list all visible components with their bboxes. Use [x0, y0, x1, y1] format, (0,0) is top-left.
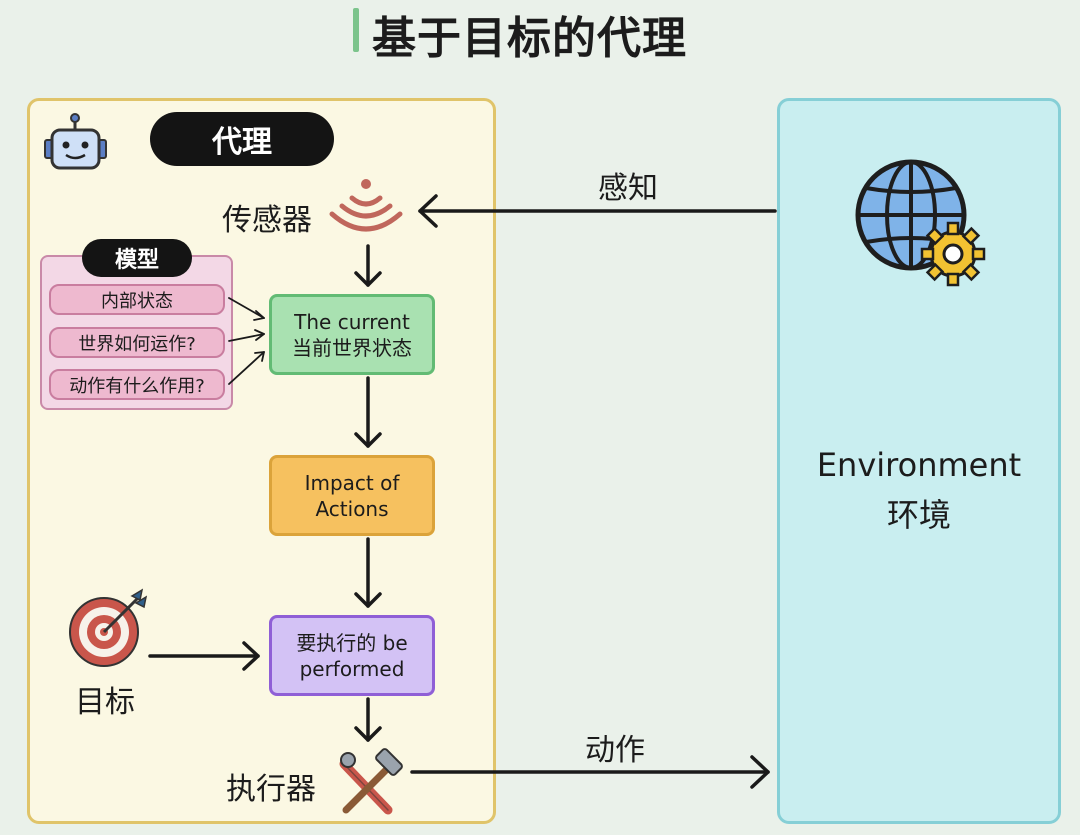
node-action-line-1: 要执行的 be: [296, 630, 408, 655]
model-label: 模型: [82, 239, 192, 277]
node-impact-of-actions: Impact of Actions: [269, 455, 435, 536]
title-accent-bar: [353, 8, 359, 52]
node-current-state-line-1: The current: [294, 309, 410, 334]
environment-label: Environment 环境: [777, 440, 1061, 540]
action-edge-label: 动作: [585, 733, 645, 768]
node-impact-line-1: Impact of: [304, 470, 400, 495]
node-current-state-line-2: 当前世界状态: [292, 335, 412, 360]
environment-label-zh: 环境: [886, 496, 951, 534]
node-action-line-2: performed: [299, 656, 405, 681]
goal-label: 目标: [75, 685, 135, 720]
node-current-state: The current 当前世界状态: [269, 294, 435, 375]
sensor-label: 传感器: [222, 203, 312, 238]
model-item-internal-state: 内部状态: [49, 284, 225, 315]
model-item-action-effects: 动作有什么作用?: [49, 369, 225, 400]
page-title: 基于目标的代理: [372, 13, 687, 64]
percept-edge-label: 感知: [598, 171, 658, 206]
agent-label: 代理: [150, 112, 334, 166]
environment-label-en: Environment: [816, 446, 1022, 484]
node-impact-line-2: Actions: [315, 496, 389, 521]
node-action-to-perform: 要执行的 be performed: [269, 615, 435, 696]
model-item-world-works: 世界如何运作?: [49, 327, 225, 358]
actuator-label: 执行器: [226, 772, 316, 807]
